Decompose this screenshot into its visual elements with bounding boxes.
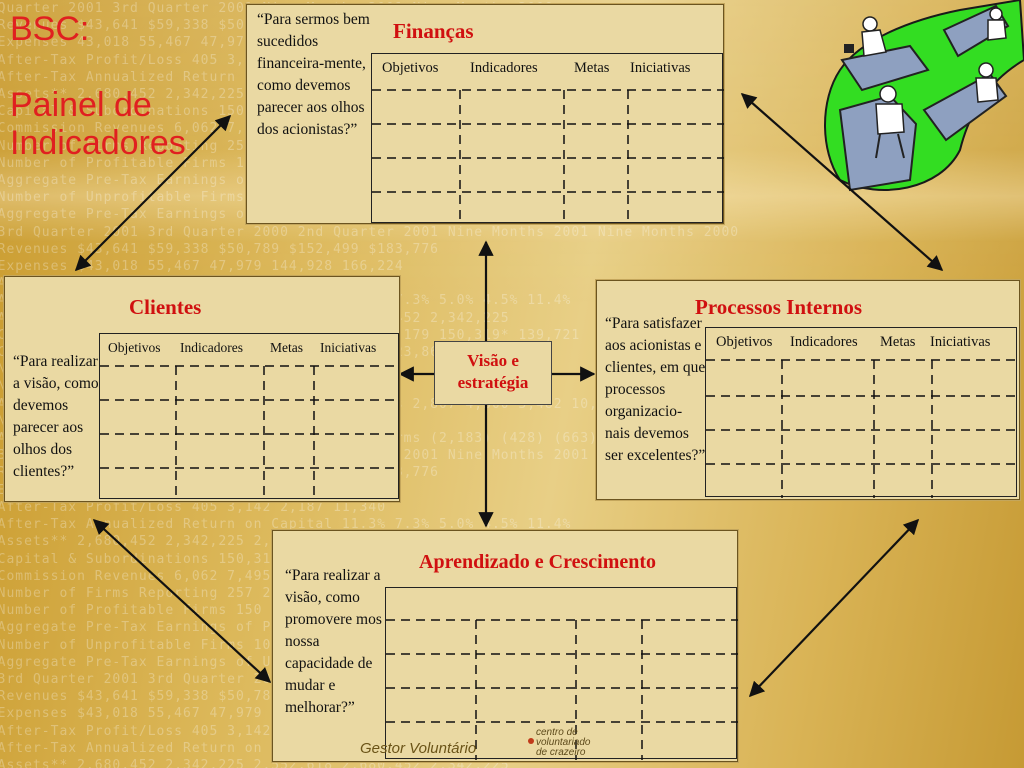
- column-header-indicadores: Indicadores: [470, 60, 538, 76]
- title-line-1: BSC:: [10, 10, 90, 48]
- column-header-metas: Metas: [880, 334, 916, 350]
- financas-title: Finanças: [393, 19, 474, 43]
- aprendizado-title: Aprendizado e Crescimento: [419, 551, 657, 573]
- column-header-metas: Metas: [574, 60, 610, 76]
- aprendizado-grid-lines: [386, 619, 738, 760]
- column-header-objetivos: Objetivos: [716, 334, 773, 350]
- column-header-iniciativas: Iniciativas: [930, 334, 991, 350]
- column-header-indicadores: Indicadores: [180, 340, 243, 355]
- perspective-processos-internos: Processos Internos “Para satisfazer aos …: [595, 279, 1021, 501]
- logo-line-3: de crazeiro: [536, 747, 586, 758]
- aprendizado-question: “Para realizar a visão, como promovere m…: [285, 567, 382, 716]
- double-arrow: [74, 114, 232, 272]
- column-header-indicadores: Indicadores: [790, 334, 858, 350]
- perspective-aprendizado-crescimento: Aprendizado e Crescimento “Para realizar…: [271, 529, 739, 763]
- processos-indicator-table: Objetivos Indicadores Metas Iniciativas: [705, 327, 1018, 498]
- visao-label-line-1: Visão e: [467, 351, 519, 370]
- clientes-title: Clientes: [129, 295, 202, 319]
- footer-brand: Gestor Voluntário: [360, 740, 477, 757]
- column-header-objetivos: Objetivos: [108, 340, 161, 355]
- column-header-iniciativas: Iniciativas: [320, 340, 377, 355]
- clientes-indicator-table: Objetivos Indicadores Metas Iniciativas: [99, 333, 400, 500]
- financas-question: “Para sermos bem sucedidos financeira-me…: [257, 11, 370, 138]
- column-header-objetivos: Objetivos: [382, 60, 439, 76]
- financas-grid-lines: [372, 89, 724, 224]
- visao-estrategia-box: Visão e estratégia: [434, 341, 552, 405]
- double-arrow: [748, 518, 920, 698]
- perspective-clientes: Clientes “Para realizar a visão, como de…: [3, 275, 401, 503]
- processos-question: “Para satisfazer aos acionistas e client…: [605, 315, 706, 464]
- processos-title: Processos Internos: [695, 295, 863, 319]
- logo-dot-icon: [528, 738, 534, 744]
- clientes-grid-lines: [100, 365, 400, 500]
- clientes-question: “Para realizar a visão, como devemos par…: [13, 353, 99, 480]
- visao-label-line-2: estratégia: [457, 373, 529, 392]
- aprendizado-indicator-table: [385, 587, 738, 760]
- centro-voluntariado-logo: centro de voluntariado de crazeiro: [528, 726, 608, 762]
- column-header-iniciativas: Iniciativas: [630, 60, 691, 76]
- column-header-metas: Metas: [270, 340, 303, 355]
- logo-line-2: voluntariado: [536, 737, 591, 748]
- logo-line-1: centro de: [536, 727, 578, 738]
- double-arrow: [740, 92, 944, 272]
- perspective-financas: “Para sermos bem sucedidos financeira-me…: [245, 3, 725, 225]
- financas-indicator-table: Objetivos Indicadores Metas Iniciativas: [371, 53, 724, 224]
- processos-grid-lines: [706, 359, 1018, 498]
- double-arrow: [92, 518, 272, 684]
